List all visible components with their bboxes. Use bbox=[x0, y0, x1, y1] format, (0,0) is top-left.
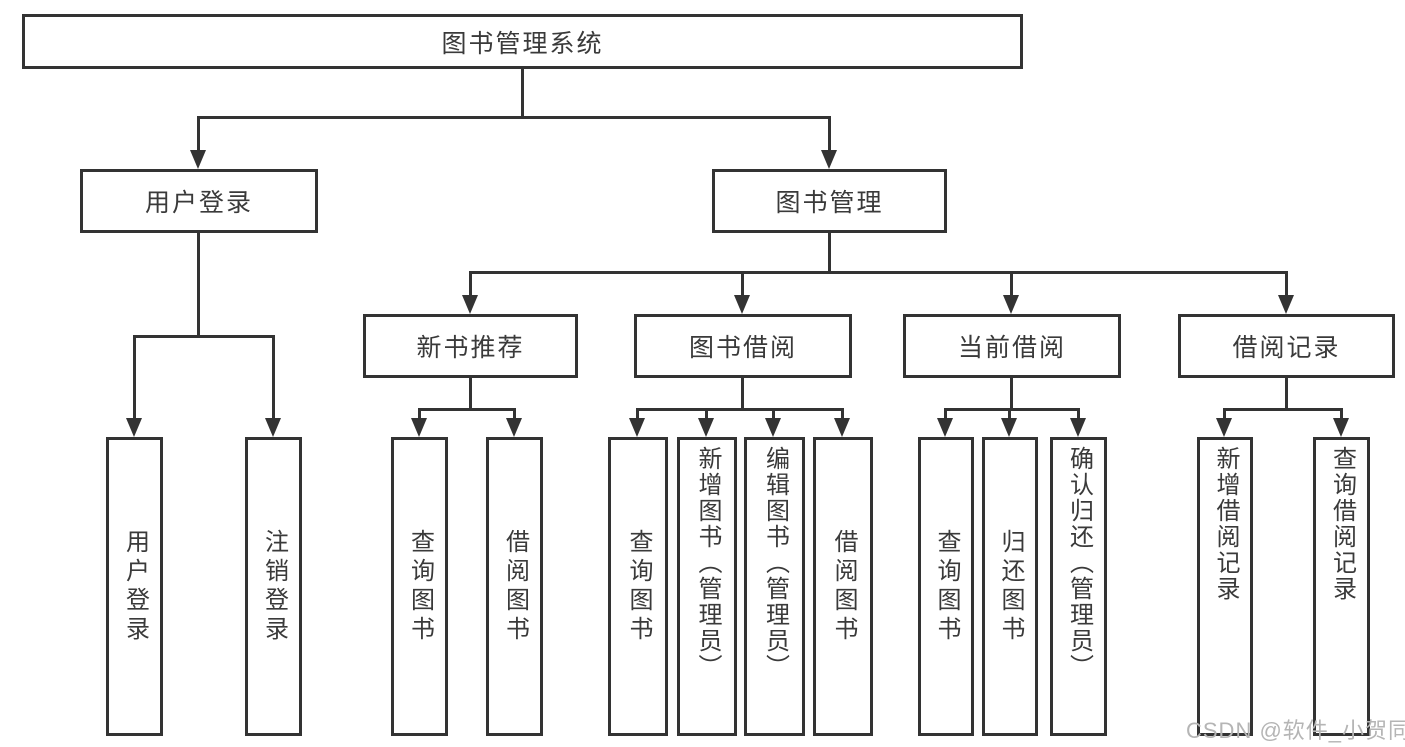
node-root: 图书管理系统 bbox=[22, 14, 1023, 69]
csdn-watermark: CSDN @软件_小贺同学 bbox=[1186, 718, 1405, 743]
arrow-to-leaf-user-login bbox=[126, 335, 142, 437]
arrow-to-bb-query-book bbox=[629, 408, 645, 437]
edge-user-login-bar bbox=[133, 335, 275, 338]
node-borrowing-records: 借阅记录 bbox=[1178, 314, 1395, 378]
arrow-to-bb-borrow-book bbox=[834, 408, 850, 437]
arrow-to-cb-query-book bbox=[937, 408, 953, 437]
node-cb-confirm-return: 确认归还（管理员） bbox=[1050, 437, 1107, 736]
arrow-to-borrowing-records bbox=[1278, 271, 1294, 314]
node-br-query-record: 查询借阅记录 bbox=[1313, 437, 1370, 736]
node-current-borrowing: 当前借阅 bbox=[903, 314, 1121, 378]
edge-borrowing-stem bbox=[741, 378, 744, 408]
edge-user-login-stem bbox=[197, 233, 200, 335]
node-bb-query-book: 查询图书 bbox=[608, 437, 668, 736]
node-bb-borrow-book: 借阅图书 bbox=[813, 437, 873, 736]
edge-root-bar bbox=[197, 116, 831, 119]
arrow-to-current-borrowing bbox=[1003, 271, 1019, 314]
edge-root-stem bbox=[521, 68, 524, 116]
node-br-add-record: 新增借阅记录 bbox=[1197, 437, 1253, 736]
node-cb-return-book: 归还图书 bbox=[982, 437, 1038, 736]
edge-recommend-bar bbox=[418, 408, 516, 411]
edge-records-bar bbox=[1223, 408, 1343, 411]
node-bb-edit-book: 编辑图书（管理员） bbox=[744, 437, 805, 736]
arrow-to-rec-query-book bbox=[411, 408, 427, 437]
arrow-to-leaf-logout bbox=[265, 335, 281, 437]
edge-book-management-stem bbox=[828, 233, 831, 271]
arrow-to-book-borrowing bbox=[734, 271, 750, 314]
arrow-to-book-management bbox=[821, 116, 837, 169]
arrow-to-br-query-record bbox=[1333, 408, 1349, 437]
edge-records-stem bbox=[1285, 378, 1288, 408]
node-book-management: 图书管理 bbox=[712, 169, 947, 233]
node-rec-borrow-book: 借阅图书 bbox=[486, 437, 543, 736]
node-bb-add-book: 新增图书（管理员） bbox=[677, 437, 737, 736]
arrow-to-rec-borrow-book bbox=[506, 408, 522, 437]
node-book-borrowing: 图书借阅 bbox=[634, 314, 852, 378]
node-rec-query-book: 查询图书 bbox=[391, 437, 448, 736]
node-cb-query-book: 查询图书 bbox=[918, 437, 974, 736]
arrow-to-new-book-recommend bbox=[462, 271, 478, 314]
edge-current-bar bbox=[944, 408, 1080, 411]
edge-borrowing-bar bbox=[636, 408, 844, 411]
node-user-login: 用户登录 bbox=[80, 169, 318, 233]
arrow-to-bb-add-book bbox=[698, 408, 714, 437]
arrow-to-cb-return-book bbox=[1001, 408, 1017, 437]
edge-book-management-bar bbox=[469, 271, 1288, 274]
node-leaf-user-login: 用户登录 bbox=[106, 437, 163, 736]
edge-current-stem bbox=[1010, 378, 1013, 408]
node-leaf-logout: 注销登录 bbox=[245, 437, 302, 736]
node-new-book-recommend: 新书推荐 bbox=[363, 314, 578, 378]
arrow-to-bb-edit-book bbox=[765, 408, 781, 437]
edge-recommend-stem bbox=[469, 378, 472, 408]
arrow-to-br-add-record bbox=[1216, 408, 1232, 437]
arrow-to-user-login bbox=[190, 116, 206, 169]
arrow-to-cb-confirm-return bbox=[1070, 408, 1086, 437]
